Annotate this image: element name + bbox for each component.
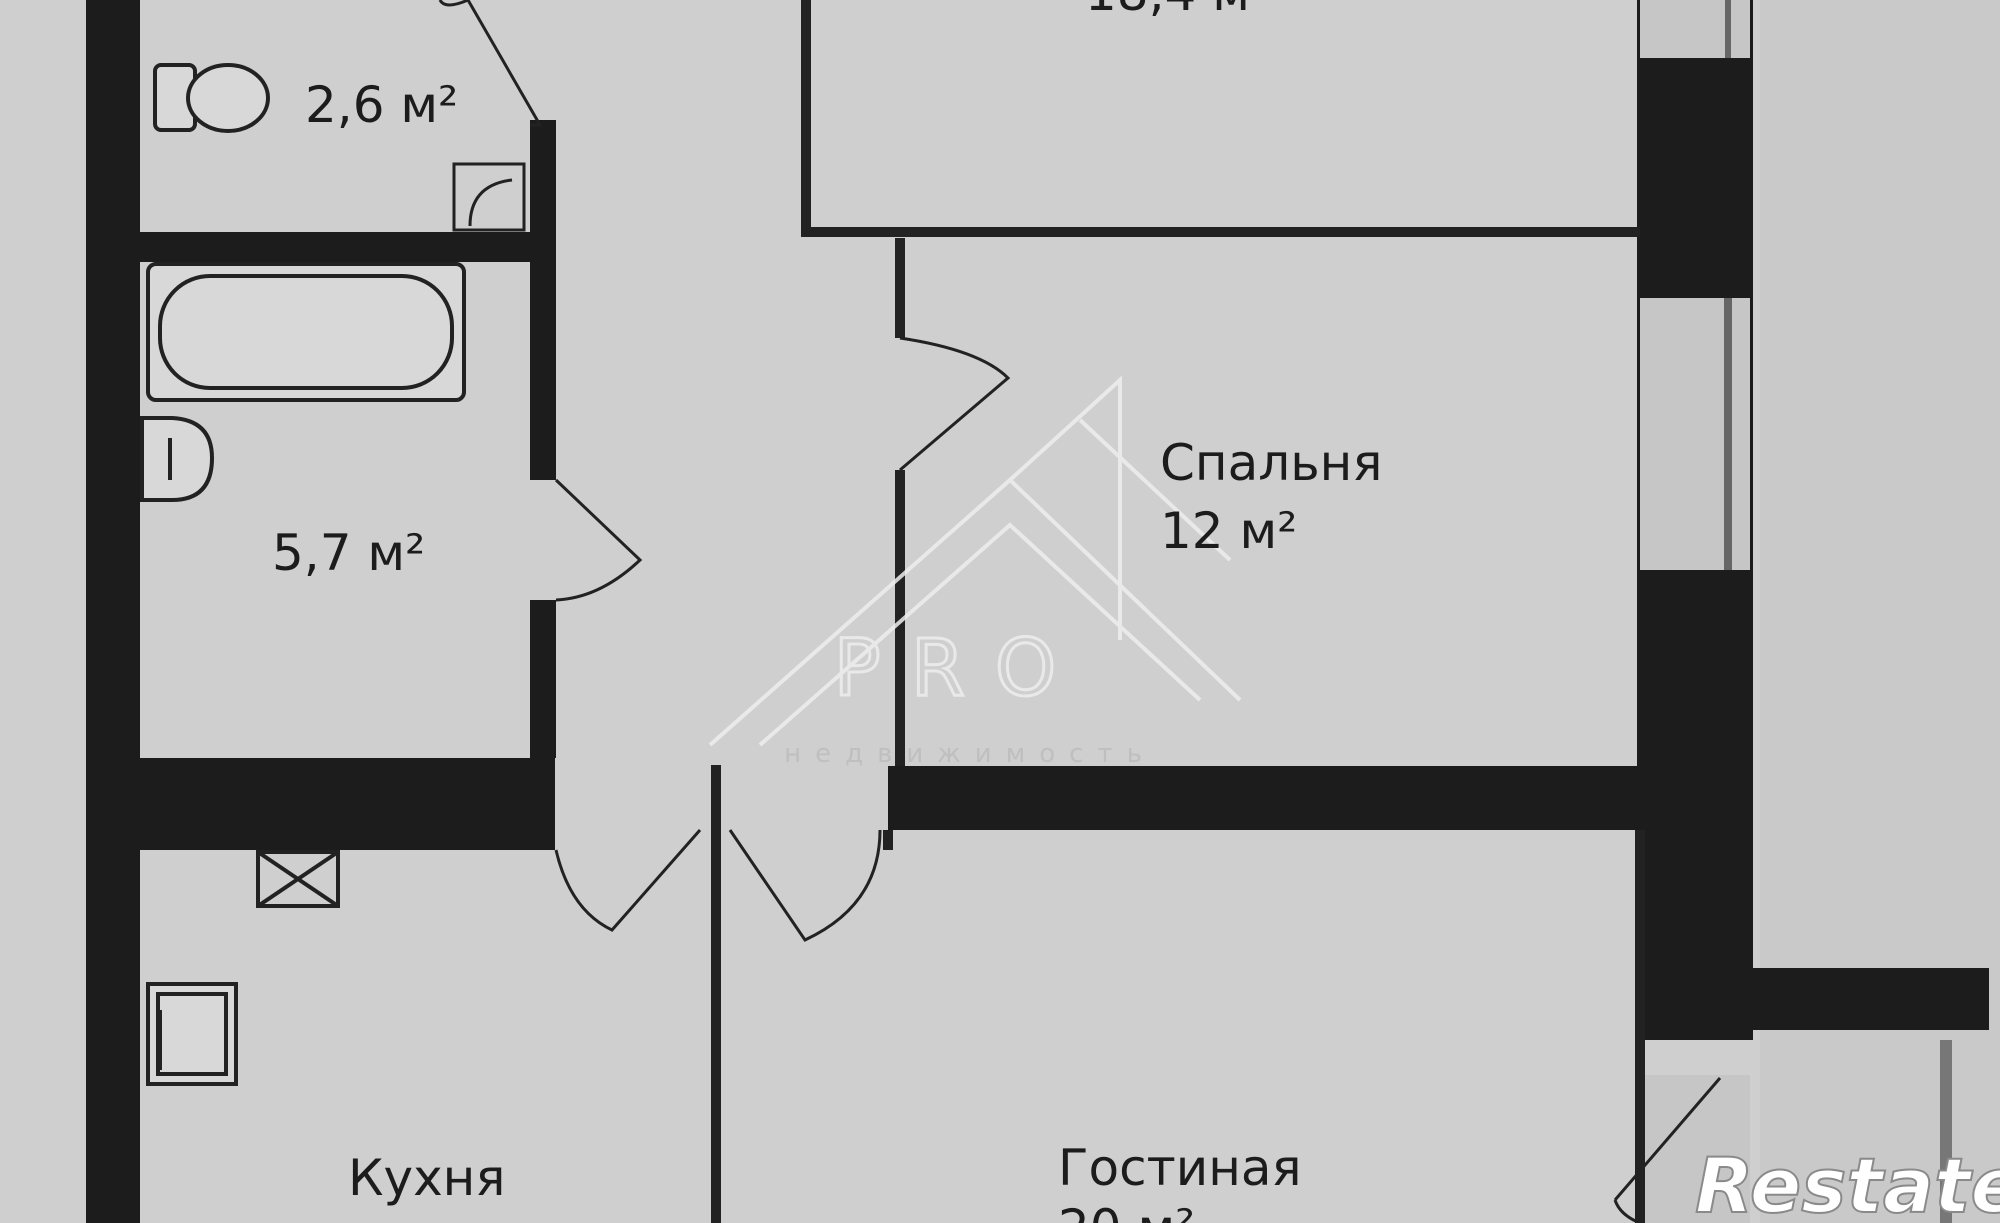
doors xyxy=(438,0,1722,1223)
kitchen-name-label: Кухня xyxy=(348,1149,505,1207)
door-kitchen-right xyxy=(728,829,882,942)
toilet-bath-divider-wall xyxy=(140,232,532,262)
watermark-text: PRO xyxy=(834,624,1087,714)
toilet-cabinet xyxy=(452,162,526,232)
vent-shaft-icon xyxy=(256,850,340,908)
stove-icon xyxy=(146,982,238,1086)
restate-logo: Restate xyxy=(1694,1140,2000,1223)
toilet-bowl xyxy=(186,63,270,133)
door-bedroom xyxy=(899,336,1011,472)
living-name-label: Гостиная xyxy=(1058,1139,1302,1197)
window-top xyxy=(1640,0,1750,58)
top-room-outline xyxy=(801,0,1640,237)
door-balcony xyxy=(1613,1077,1722,1223)
bath-right-wall-upper xyxy=(530,120,556,480)
balcony-ledge xyxy=(1753,968,1989,1030)
windows xyxy=(1640,0,1952,1223)
sink-icon xyxy=(140,416,215,502)
door-toilet xyxy=(466,0,543,127)
door-bathroom xyxy=(554,478,643,602)
bath-right-wall-lower xyxy=(530,600,556,758)
left-outer-wall xyxy=(86,0,140,1223)
watermark-subtext: недвижимость xyxy=(784,739,1156,769)
room-labels: 18,4 м² 2,6 м² 5,7 м² Спальня 12 м² Кухн… xyxy=(272,0,1382,1223)
top-room-area: 18,4 м² xyxy=(1085,0,1270,22)
fixtures xyxy=(140,63,466,1086)
toilet-area-label: 2,6 м² xyxy=(305,76,458,134)
partitions xyxy=(711,0,1645,1223)
living-area-label: 20 м² xyxy=(1058,1199,1195,1223)
bath-kitchen-wall xyxy=(140,758,555,850)
paper-shade-right xyxy=(1760,0,2000,1223)
restate-logo-text: Restate xyxy=(1695,1141,2000,1223)
bedroom-living-wall xyxy=(888,766,1648,830)
door-kitchen-left xyxy=(554,829,702,932)
bathroom-area-label: 5,7 м² xyxy=(272,524,425,582)
bedroom-name-label: Спальня xyxy=(1160,434,1382,492)
window-bedroom xyxy=(1640,298,1750,570)
watermark-logo: PRO недвижимость xyxy=(708,375,1242,769)
balcony-window xyxy=(1940,1040,1952,1223)
bedroom-area-label: 12 м² xyxy=(1160,502,1297,560)
